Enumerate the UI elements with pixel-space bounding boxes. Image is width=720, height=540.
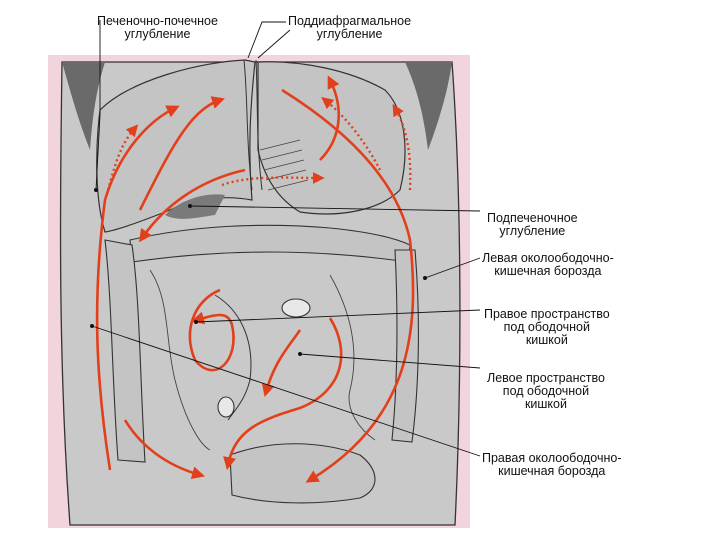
duodenojejunal-flexure [282, 299, 310, 317]
label-hepatorenal-recess: Печеночно-почечное углубление [97, 15, 218, 41]
label-right-paracolic-gutter: Правая околоободочно- кишечная борозда [482, 452, 622, 478]
label-right-inframesocolic-space: Правое пространство под ободочной кишкой [484, 308, 610, 347]
sigmoid-colon [230, 444, 375, 503]
label-subphrenic-recess: Поддиафрагмальное углубление [288, 15, 411, 41]
label-left-paracolic-gutter: Левая околоободочно- кишечная борозда [482, 252, 614, 278]
label-left-inframesocolic-space: Левое пространство под ободочной кишкой [487, 372, 605, 411]
label-subhepatic-recess: Подпеченочное углубление [487, 212, 578, 238]
leader-subphrenic-b [258, 30, 290, 58]
cecum-stump [218, 397, 234, 417]
leader-subphrenic [248, 22, 286, 58]
